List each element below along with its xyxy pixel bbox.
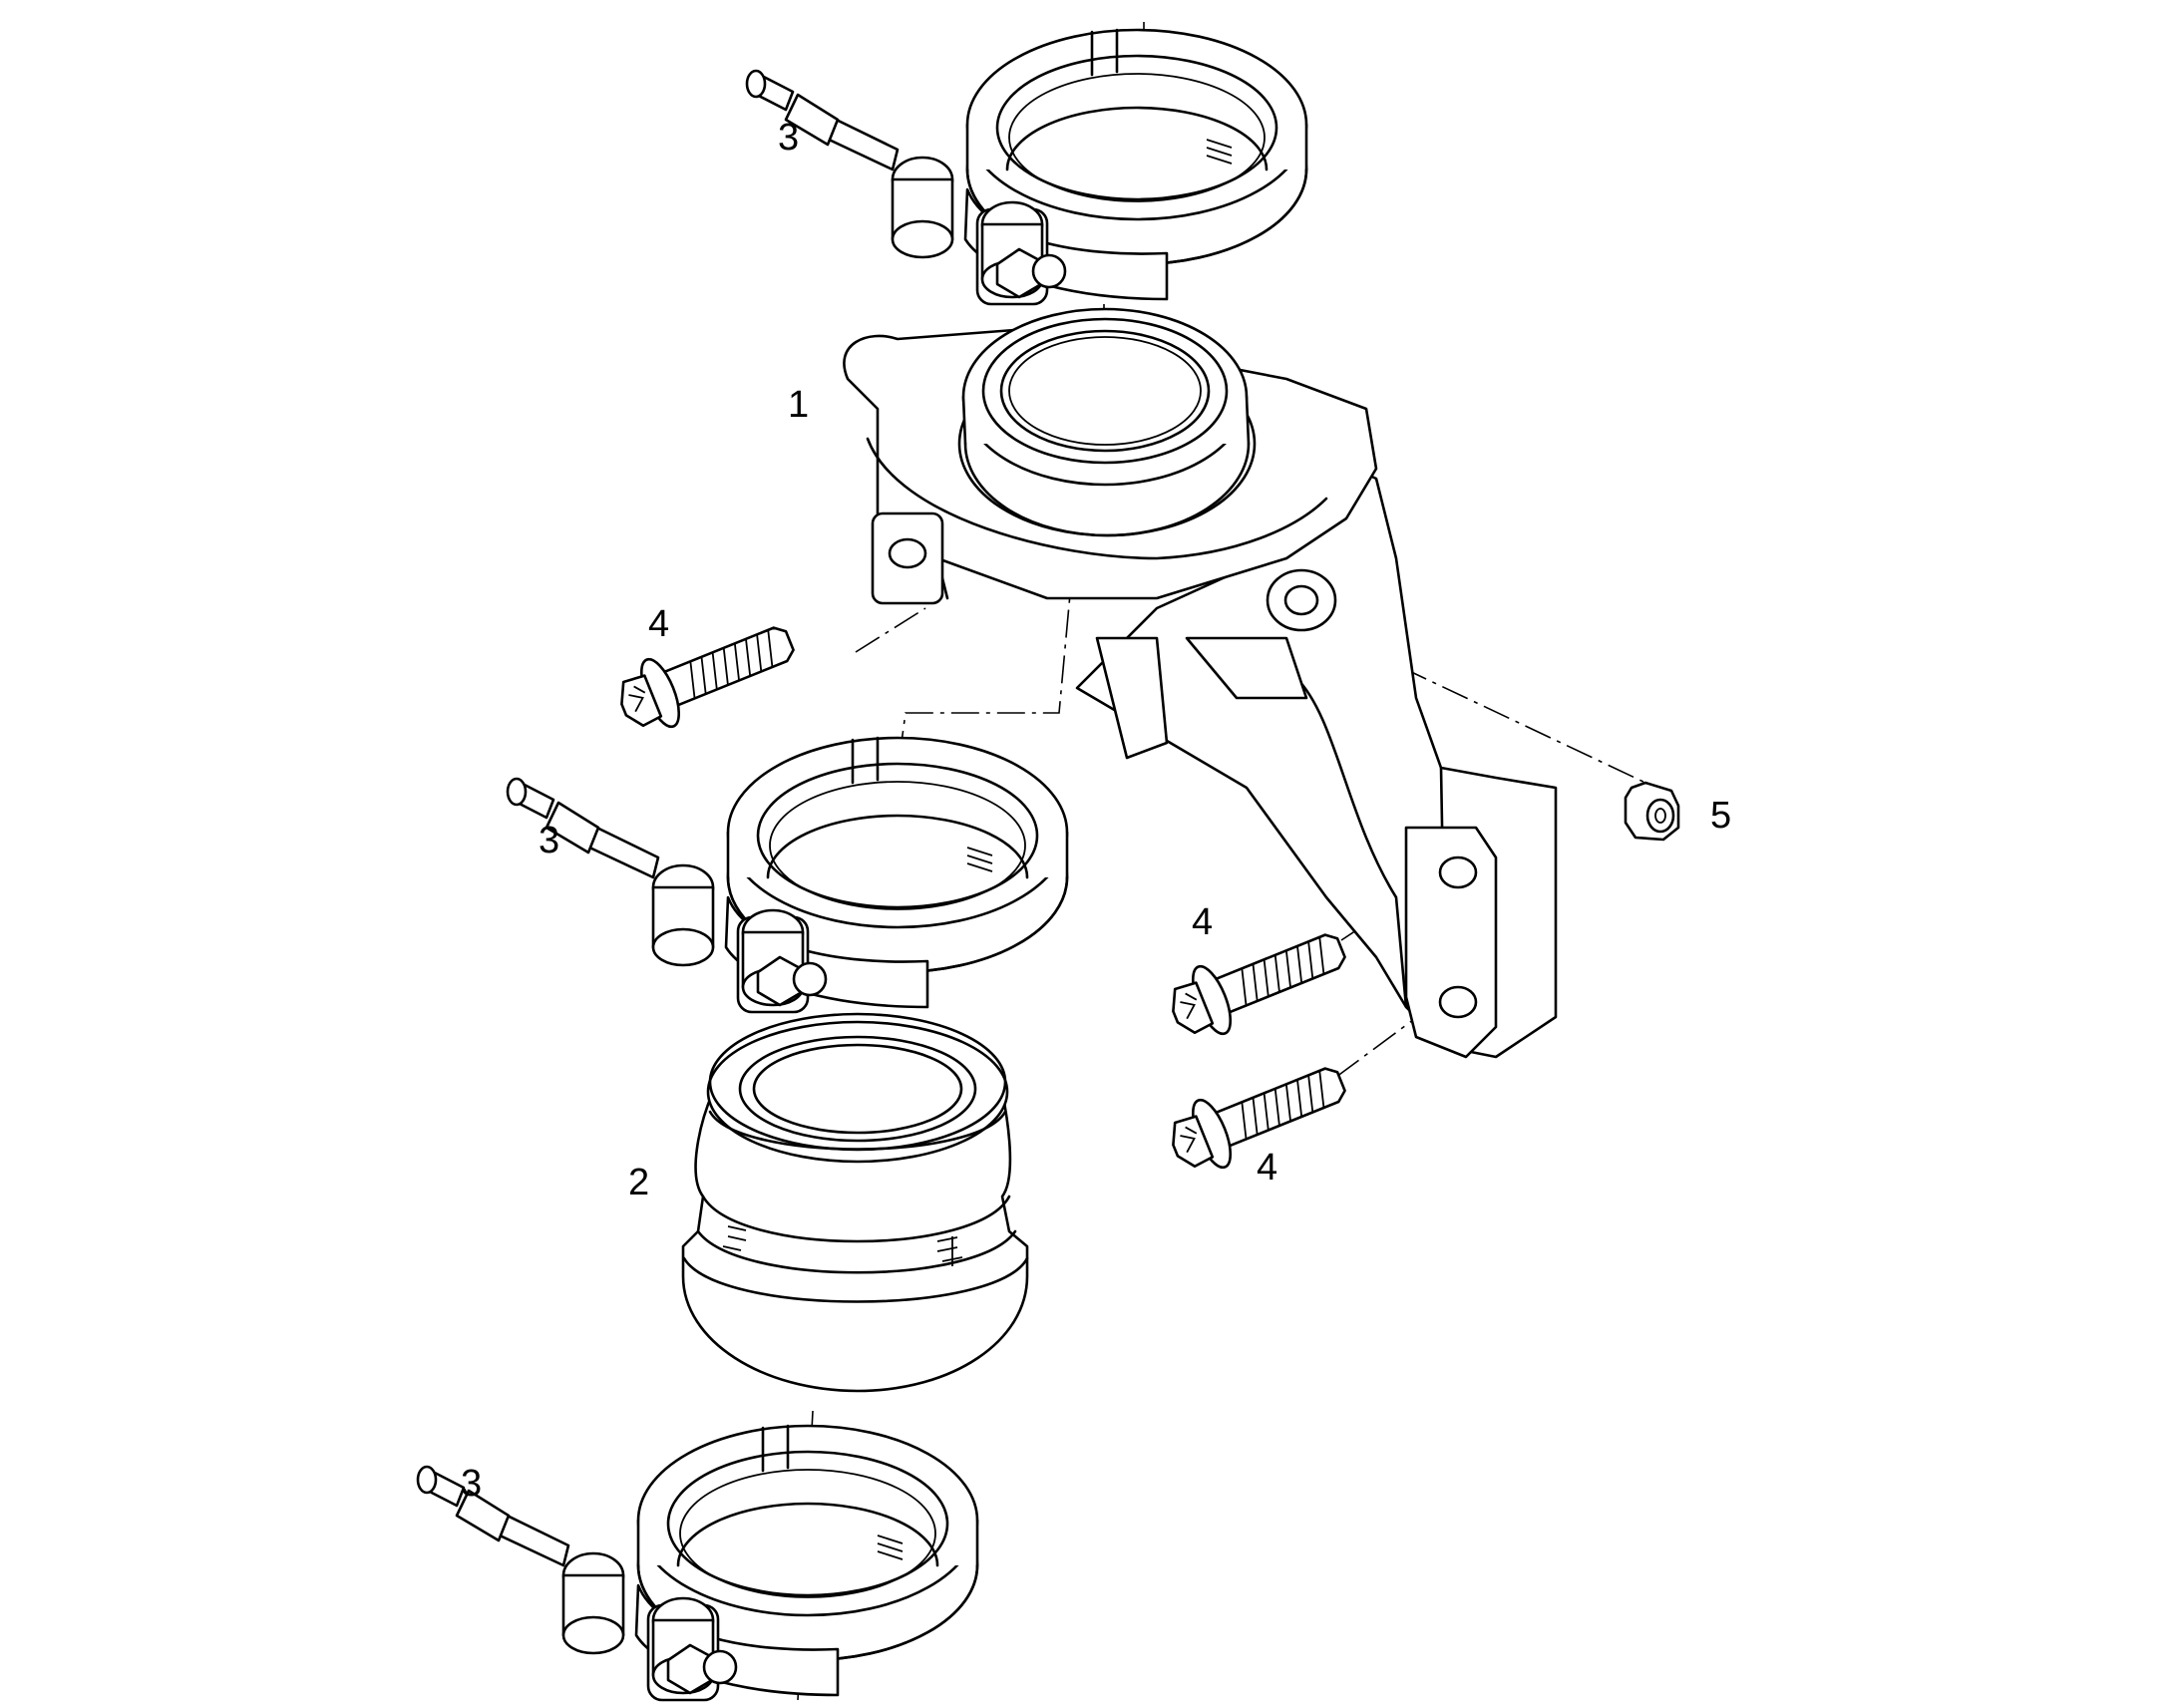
callout-3-bottom: 3: [461, 1463, 482, 1505]
callout-1: 1: [788, 384, 809, 426]
bolt-middle-right-part: [1160, 912, 1356, 1050]
outlet-housing-part: [843, 307, 1558, 1059]
callout-3-middle: 3: [539, 820, 559, 861]
callout-2: 2: [628, 1162, 649, 1203]
callout-4-upper-left: 4: [648, 603, 669, 645]
callout-4-middle-right: 4: [1192, 901, 1213, 943]
plug-part: [1624, 781, 1680, 842]
clamp-middle-part: [506, 736, 1069, 1014]
callout-5: 5: [1710, 795, 1731, 837]
bolt-upper-left-part: [608, 605, 805, 743]
clamp-bottom-part: [416, 1424, 979, 1702]
clamp-top-part: [745, 28, 1308, 306]
callout-4-lower-right: 4: [1257, 1147, 1277, 1189]
flexible-coupling-part: [681, 1012, 1029, 1393]
callout-3-top: 3: [778, 117, 799, 159]
